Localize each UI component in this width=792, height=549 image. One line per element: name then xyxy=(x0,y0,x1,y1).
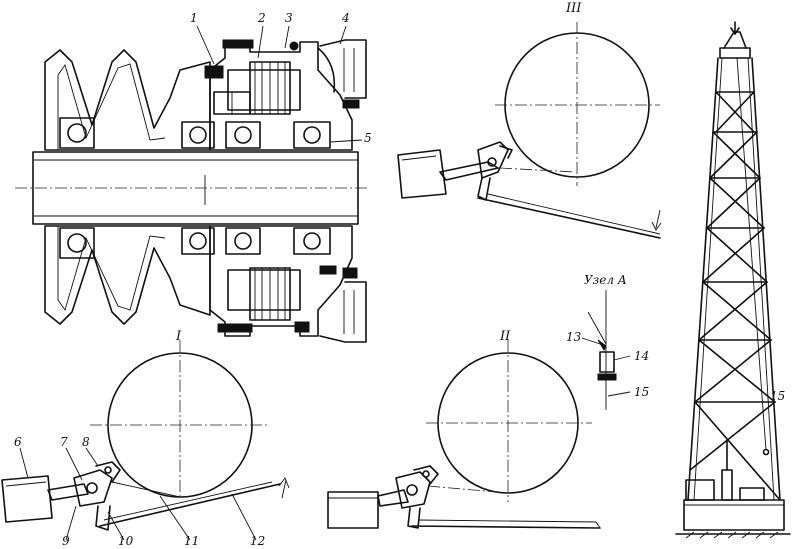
shaft xyxy=(15,151,370,225)
callout-1: 1 xyxy=(190,11,198,25)
assembly-leaders xyxy=(196,25,363,143)
callout-15-tower: 15 xyxy=(770,389,786,403)
view-i xyxy=(1,340,290,541)
callout-12: 12 xyxy=(250,534,266,548)
callout-15-detail: 15 xyxy=(634,385,650,399)
view-iii xyxy=(397,22,662,239)
callout-7: 7 xyxy=(60,435,68,449)
callout-5: 5 xyxy=(364,131,372,145)
bearings-upper xyxy=(59,117,331,149)
view-label-ii: II xyxy=(500,329,511,344)
clutch-housing-upper xyxy=(204,39,367,151)
callout-8: 8 xyxy=(82,435,90,449)
callout-4: 4 xyxy=(342,11,350,25)
derrick-tower xyxy=(675,21,791,539)
callout-13: 13 xyxy=(566,330,582,344)
callout-2: 2 xyxy=(258,11,266,25)
bearings-lower xyxy=(59,227,331,259)
callout-6: 6 xyxy=(14,435,22,449)
pulley-lower xyxy=(44,225,211,325)
view-label-iii: III xyxy=(566,1,582,16)
detail-node-a xyxy=(581,290,631,410)
callout-11: 11 xyxy=(184,534,200,548)
detail-title: Узел А xyxy=(584,273,627,287)
view-label-i: I xyxy=(176,329,182,344)
callout-10: 10 xyxy=(118,534,134,548)
view-ii xyxy=(327,340,601,529)
callout-9: 9 xyxy=(62,534,70,548)
pulley-upper xyxy=(44,49,211,151)
hub-assembly-section xyxy=(15,25,370,343)
callout-3: 3 xyxy=(285,11,293,25)
callout-14: 14 xyxy=(634,349,650,363)
clutch-housing-lower xyxy=(209,225,367,343)
